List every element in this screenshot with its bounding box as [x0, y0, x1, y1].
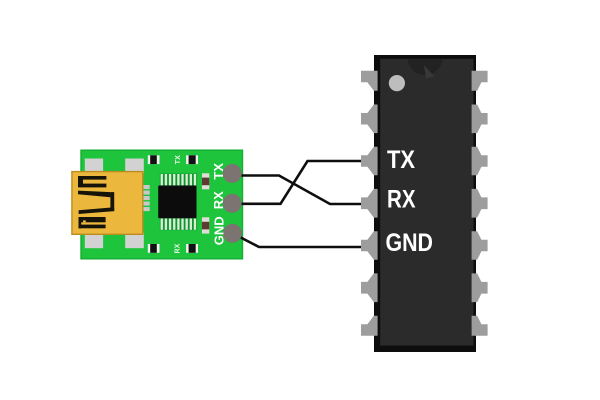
svg-text:RX: RX: [211, 191, 226, 209]
svg-text:GND: GND: [212, 216, 227, 245]
svg-text:TX: TX: [387, 146, 415, 174]
svg-text:TX: TX: [211, 163, 226, 180]
svg-text:GND: GND: [386, 229, 434, 257]
svg-text:TX: TX: [175, 155, 182, 164]
svg-text:RX: RX: [387, 185, 416, 213]
svg-text:RX: RX: [174, 243, 181, 253]
